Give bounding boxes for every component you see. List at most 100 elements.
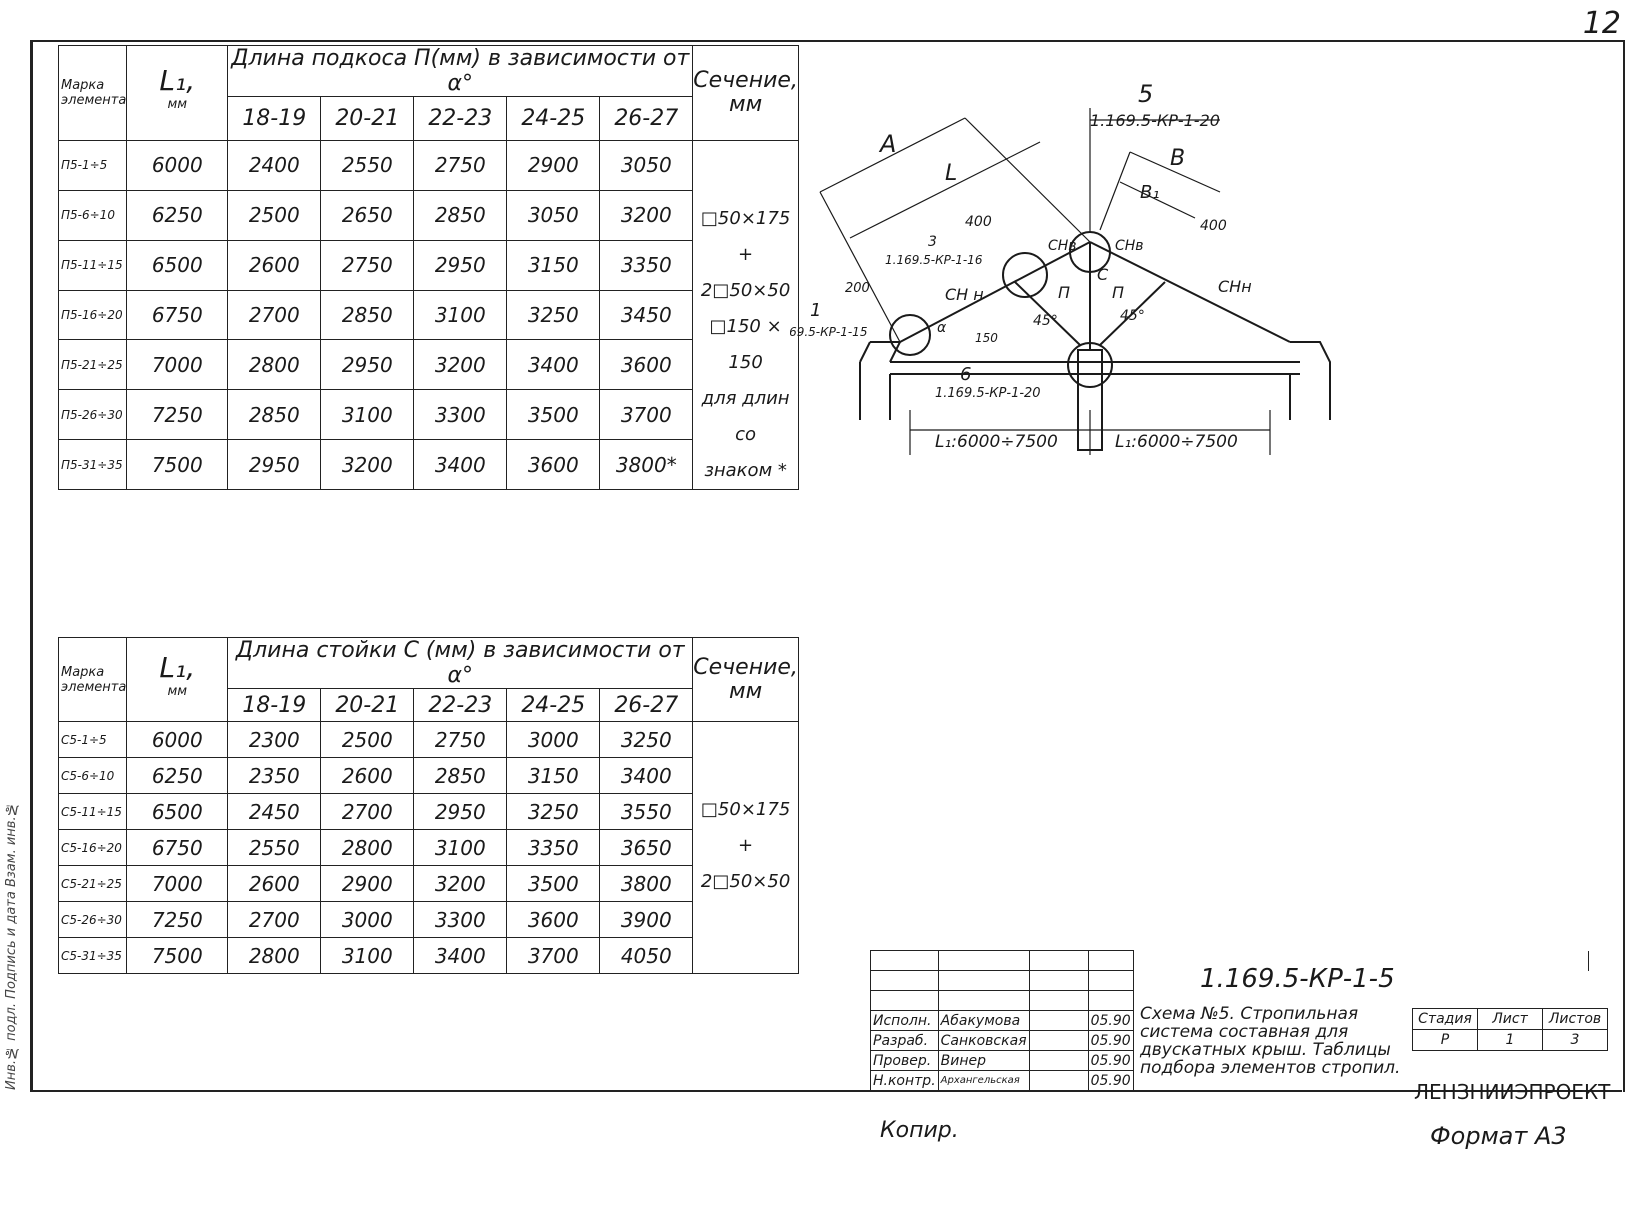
- span-right: L₁:6000÷7500: [1115, 432, 1238, 452]
- cell-value: 3450: [599, 289, 694, 341]
- left-eave: [859, 341, 902, 420]
- cell-l1: 7500: [126, 937, 229, 974]
- stamp-date: 05.90: [1087, 1030, 1134, 1051]
- col-header-brace-group: Длина подкоса П(мм) в зависимости от α°: [227, 45, 694, 97]
- cell-value: 3650: [599, 829, 694, 866]
- label-l: L: [945, 161, 957, 186]
- col-header-mark: Марка элемента: [57, 637, 128, 722]
- stage-table: Стадия Лист Листов Р 1 3: [1412, 1008, 1608, 1051]
- stamp-name: Санковская: [937, 1030, 1030, 1051]
- dim-b-ext-left: [1099, 151, 1131, 231]
- cell-l1: 6750: [126, 289, 229, 341]
- col-header-post-group: Длина стойки С (мм) в зависимости от α°: [227, 637, 694, 689]
- signature: [1028, 1050, 1089, 1071]
- cell-value: 3900: [599, 901, 694, 938]
- cell-value: 3400: [413, 439, 508, 490]
- sheets-label: Листов: [1542, 1008, 1608, 1030]
- cell-value: 3400: [413, 937, 508, 974]
- dim-l-line: [849, 141, 1041, 239]
- cell-value: 2650: [320, 189, 415, 241]
- cell-value: 2750: [413, 721, 508, 758]
- col-header-l1: L₁,мм: [126, 637, 229, 722]
- cell-value: 3200: [599, 189, 694, 241]
- cell-value: 3000: [320, 901, 415, 938]
- cell-value: 3700: [506, 937, 601, 974]
- signature-table: Исполн. Абакумова 05.90 Разраб. Санковск…: [870, 950, 1589, 1091]
- dim-150: 150: [975, 331, 998, 345]
- copy-label: Копир.: [880, 1118, 959, 1143]
- angle-header: 22-23: [413, 688, 508, 722]
- cell-value: 2950: [320, 339, 415, 391]
- stamp-name: Винер: [937, 1050, 1030, 1071]
- cell-value: 3550: [599, 793, 694, 830]
- post-length-table: Марка элемента L₁,мм Длина стойки С (мм)…: [57, 637, 799, 974]
- table-row: П5-16÷20 6750 2700 2850 3100 3250 3450: [57, 289, 799, 341]
- table-row: С5-11÷15 6500 2450 2700 2950 3250 3550: [57, 793, 799, 830]
- dim-400-right: 400: [1200, 218, 1227, 234]
- cell-value: 2350: [227, 757, 322, 794]
- document-title: Схема №5. Стропильная система составная …: [1140, 1004, 1401, 1078]
- cell-value: 3800: [599, 865, 694, 902]
- cell-value: 2900: [506, 140, 601, 191]
- angle-header: 18-19: [227, 96, 322, 141]
- table-row: П5-31÷35 7500 2950 3200 3400 3600 3800*: [57, 439, 799, 490]
- cell-value: 2700: [320, 793, 415, 830]
- right-brace: [1099, 281, 1166, 346]
- cell-value: 2600: [320, 757, 415, 794]
- col-header-l1: L₁,мм: [126, 45, 229, 141]
- document-designation: 1.169.5-КР-1-5: [1200, 964, 1395, 994]
- cell-value: 2550: [320, 140, 415, 191]
- section-line: 2□50×50: [700, 280, 791, 301]
- cell-value: 2500: [320, 721, 415, 758]
- margin-stamp-text: Инв.№ подл. Подпись и дата Взам. инв.№: [4, 801, 19, 1090]
- cell-mark: С5-16÷20: [57, 829, 128, 866]
- cell-value: 2800: [227, 937, 322, 974]
- table-row: С5-6÷10 6250 2350 2600 2850 3150 3400: [57, 757, 799, 794]
- truss-diagram: A L B B₁ 5 1.169.5-КР-1-20 3 1.169.5-КР-…: [790, 80, 1331, 455]
- cell-value: 2900: [320, 865, 415, 902]
- dim-a-ext-right: [964, 117, 1091, 243]
- cell-value: 3700: [599, 389, 694, 441]
- label-brace-left: П: [1058, 283, 1070, 302]
- section-line: 2□50×50: [700, 871, 791, 892]
- angle-header: 20-21: [320, 96, 415, 141]
- table-row: С5-16÷20 6750 2550 2800 3100 3350 3650: [57, 829, 799, 866]
- table-row: П5-21÷25 7000 2800 2950 3200 3400 3600: [57, 339, 799, 391]
- cell-l1: 6000: [126, 721, 229, 758]
- cell-value: 3200: [413, 865, 508, 902]
- label-b: B: [1170, 146, 1185, 171]
- cell-mark: П5-16÷20: [57, 289, 128, 341]
- stamp-date: 05.90: [1087, 1010, 1134, 1031]
- angle-45-right: 45°: [1120, 308, 1145, 324]
- cell-l1: 6000: [126, 140, 229, 191]
- cell-value: 3600: [506, 901, 601, 938]
- ref-node-1: 1.169.5-КР-1-15: [790, 325, 867, 339]
- section-line: знаком *: [704, 460, 787, 481]
- label-node-1: 1: [810, 300, 821, 321]
- signature: [1028, 1030, 1089, 1051]
- sheet-value: 1: [1477, 1029, 1543, 1051]
- cell-value: 3250: [506, 793, 601, 830]
- cell-value: 3100: [413, 829, 508, 866]
- stamp-role: Разраб.: [870, 1030, 939, 1051]
- cell-value: 3150: [506, 757, 601, 794]
- label-a: A: [878, 130, 896, 158]
- node-3-circle: [1002, 252, 1048, 298]
- cell-mark: С5-1÷5: [57, 721, 128, 758]
- label-chv-right: СНв: [1115, 238, 1144, 254]
- angle-header: 26-27: [599, 96, 694, 141]
- cell-value: 3350: [599, 239, 694, 291]
- cell-value: 3300: [413, 901, 508, 938]
- angle-header: 18-19: [227, 688, 322, 722]
- stage-label: Стадия: [1412, 1008, 1478, 1030]
- cell-value: 3050: [506, 189, 601, 241]
- angle-header: 26-27: [599, 688, 694, 722]
- sheet-number: 12: [1582, 6, 1621, 41]
- left-brace: [1014, 281, 1081, 346]
- stamp-role: Исполн.: [870, 1010, 939, 1031]
- cell-value: 3300: [413, 389, 508, 441]
- stamp-role: Н.контр.: [870, 1070, 939, 1091]
- stamp-date: 05.90: [1087, 1070, 1134, 1091]
- ref-node-3: 1.169.5-КР-1-16: [885, 253, 983, 267]
- cell-value: 3200: [320, 439, 415, 490]
